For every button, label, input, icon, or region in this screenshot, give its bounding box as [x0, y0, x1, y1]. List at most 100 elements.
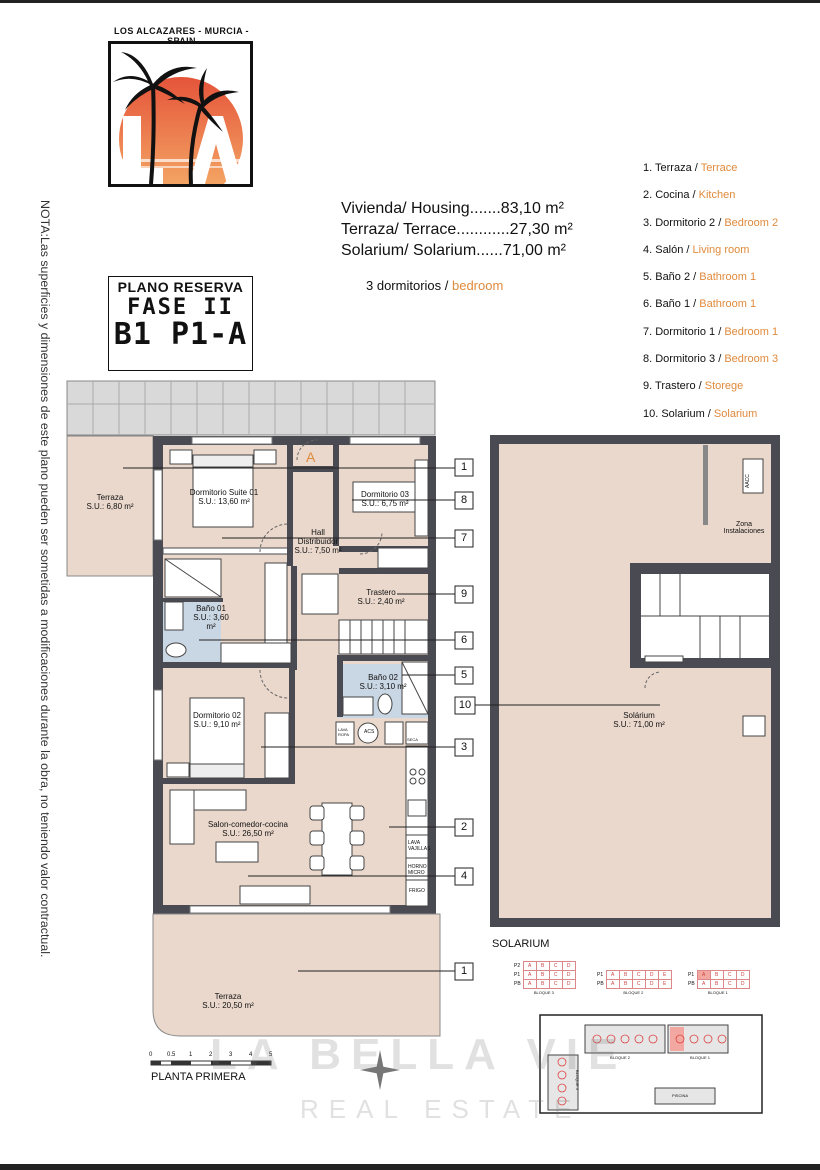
block-unit: E [657, 979, 672, 989]
entry-marker: A [306, 449, 316, 465]
legend-en: Bedroom 1 [724, 325, 779, 338]
block-unit: D [735, 970, 750, 980]
room-area: S.U.: 20,50 m² [202, 1001, 254, 1010]
scale-bar [150, 1060, 272, 1066]
block-floor: PB [597, 981, 604, 987]
block-unit: B [535, 979, 550, 989]
callout-number: 1 [460, 461, 468, 473]
block-floor: P1 [597, 972, 604, 978]
room-name-2: Distribuidor [297, 537, 339, 546]
micro-label: MICRO [408, 870, 425, 876]
legend-en: Bathroom 1 [699, 271, 757, 284]
legend-item: 10. Solarium / Solarium [643, 408, 778, 435]
legend-item: 7. Dormitorio 1 / Bedroom 1 [643, 326, 778, 353]
aacc-label: AACC [745, 474, 751, 488]
room-area: S.U.: 6,80 m² [86, 502, 134, 511]
callout-number: 5 [460, 669, 468, 681]
legend-en: Terrace [700, 162, 738, 174]
bedroom-count-en: bedroom [451, 278, 504, 293]
callout-number: 10 [458, 699, 472, 711]
scale-tick: 2 [209, 1052, 213, 1058]
kitchen-units [405, 745, 429, 907]
watermark-brand: LA BELLA VIE [210, 1030, 628, 1079]
scale-tick: 0 [149, 1052, 153, 1058]
block-floor: P1 [514, 972, 521, 978]
oven-label: HORNO MICRO [408, 864, 427, 876]
room-area: S.U.: 2,40 m² [357, 597, 405, 606]
room-name: Dormitorio 02 [192, 711, 241, 720]
room-area: S.U.: 26,50 m² [222, 829, 274, 838]
legend-item: 3. Dormitorio 2 / Bedroom 2 [643, 217, 778, 244]
legend-en: Bedroom 2 [724, 216, 779, 229]
callout-number: 6 [460, 634, 468, 646]
bathroom-01-fixtures [164, 558, 222, 658]
room-dorm2: Dormitorio 02 S.U.: 9,10 m² [186, 711, 248, 729]
room-dorm3: Dormitorio 03 S.U.: 6,75 m² [350, 490, 420, 508]
door-swings [259, 439, 383, 699]
compass-icon [360, 1050, 400, 1090]
dishwasher-label: LAVA VAJILLAS [408, 840, 430, 852]
living-furniture [169, 789, 365, 905]
area-summary: Vivienda/ Housing.......83,10 m² Terraza… [341, 198, 573, 261]
plan-title-box: PLANO RESERVA FASE II B1 P1-A [108, 276, 253, 371]
legend-item: 4. Salón / Living room [643, 244, 778, 271]
legend-item: 1. Terraza / Terrace [643, 162, 778, 189]
block-label: BLOQUE 2 [623, 990, 644, 995]
terrace-big [152, 913, 441, 1037]
room-terraza-small: Terraza S.U.: 6,80 m² [72, 493, 148, 511]
legend-item: 8. Dormitorio 3 / Bedroom 3 [643, 353, 778, 380]
legend-item: 5. Baño 2 / Bathroom 1 [643, 271, 778, 298]
wardrobes [220, 547, 429, 779]
block-unit: C [548, 961, 563, 971]
windows [153, 436, 421, 914]
block-unit: A [696, 970, 711, 980]
palm-sunset-icon [111, 52, 250, 184]
room-area: S.U.: 3,60 m² [193, 613, 229, 631]
legend-es: 9. Trastero / [643, 380, 705, 393]
legend-en: Living room [692, 243, 750, 256]
site-label: BLOQUE 2 [610, 1055, 631, 1060]
block-unit: D [561, 979, 576, 989]
lava-ropa-label: LAVA ROPA [338, 727, 350, 737]
area-terrace: Terraza/ Terrace............27,30 m² [341, 221, 573, 238]
block-unit: C [722, 979, 737, 989]
legend-es: 5. Baño 2 / [643, 271, 700, 284]
acs-label: ACS [364, 729, 375, 735]
room-name: Dormitorio 03 [360, 490, 409, 499]
floor-caption: PLANTA PRIMERA [151, 1071, 246, 1083]
solarium-caption: SOLARIUM [492, 938, 550, 950]
legend-en: Solarium [713, 407, 758, 420]
room-area: S.U.: 3,10 m² [359, 682, 407, 691]
block-unit: B [535, 970, 550, 980]
block-unit: D [561, 961, 576, 971]
utility-units [335, 721, 429, 745]
block-unit: A [605, 979, 620, 989]
room-name-2: Instalaciones [723, 528, 765, 535]
room-legend: 1. Terraza / Terrace 2. Cocina / Kitchen… [643, 162, 778, 435]
block-floor: PB [688, 981, 695, 987]
block-unit: B [618, 979, 633, 989]
block-unit: C [548, 979, 563, 989]
block-unit: B [535, 961, 550, 971]
room-solarium: Solárium S.U.: 71,00 m² [604, 711, 674, 729]
logo [108, 41, 253, 187]
legend-item: 6. Baño 1 / Bathroom 1 [643, 298, 778, 325]
callout-boxes [454, 458, 476, 981]
scale-tick: 0.5 [167, 1052, 176, 1058]
callout-number: 4 [460, 870, 468, 882]
legend-es: 1. Terraza / [643, 162, 701, 174]
block-unit: A [522, 970, 537, 980]
block-floor: P1 [688, 972, 695, 978]
secadora-label: SECA [407, 737, 418, 742]
terrace-small [66, 435, 154, 577]
room-salon: Salon-comedor-cocina S.U.: 26,50 m² [200, 820, 296, 838]
block-unit: E [657, 970, 672, 980]
block-unit: B [709, 970, 724, 980]
room-name: Baño 01 [196, 604, 226, 613]
